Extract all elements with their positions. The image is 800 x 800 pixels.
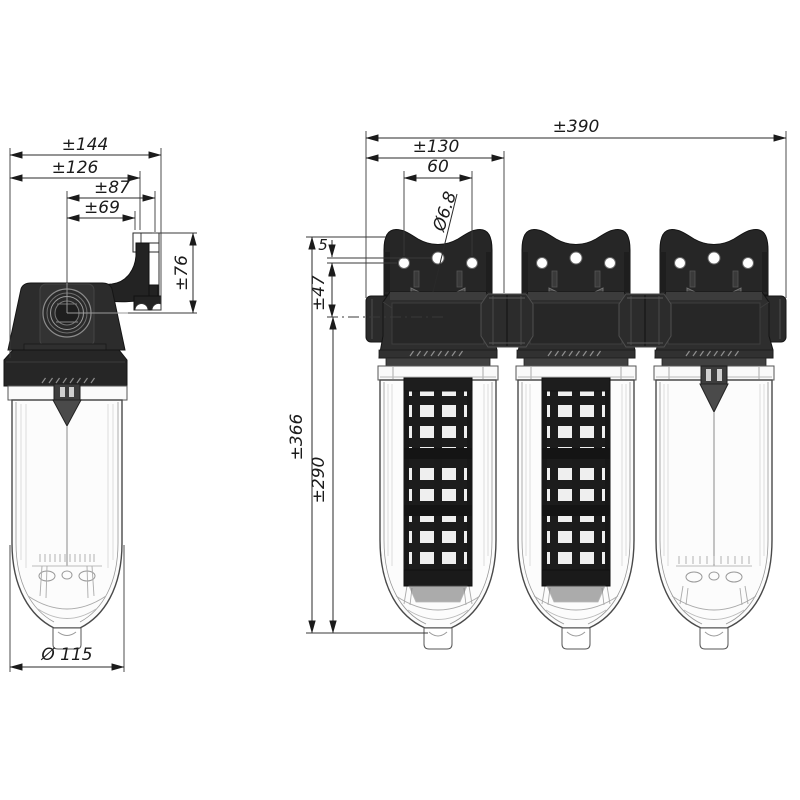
- coupling-nut-2: [618, 293, 672, 348]
- coupling-nut-1: [480, 293, 534, 348]
- filter-cartridge-2: [541, 377, 611, 603]
- front-view: ±390 ±130 60 Ø6.8 5 ±47 ±366 ±290: [287, 117, 787, 650]
- dim-front-axis-to-bottom: ±290: [309, 457, 329, 504]
- side-view-collar: [3, 343, 128, 387]
- dim-side-body-width: ±126: [52, 158, 99, 178]
- side-view-dimensions: ±144 ±126 ±87 ±69 ±76 Ø 115: [9, 135, 197, 672]
- dim-front-hole-offset: 5: [318, 236, 328, 254]
- side-view-head: [7, 282, 126, 351]
- side-view-bowl: [7, 383, 128, 650]
- dim-front-overall-height: ±366: [287, 413, 307, 460]
- dim-side-overall-width: ±144: [62, 135, 109, 155]
- side-view: ±144 ±126 ±87 ±69 ±76 Ø 115: [3, 135, 197, 672]
- dim-front-total-width: ±390: [553, 117, 600, 137]
- dim-front-hole-diameter: Ø6.8: [429, 189, 461, 235]
- dim-side-bracket-outer: ±87: [94, 178, 130, 198]
- dim-front-hole-spacing: 60: [427, 157, 449, 177]
- dim-side-bracket-inner: ±69: [84, 198, 120, 218]
- filter-cartridge-1: [403, 377, 473, 603]
- dim-front-unit-pitch: ±130: [413, 137, 460, 157]
- front-view-dimensions: ±390 ±130 60 Ø6.8 5 ±47 ±366 ±290: [287, 117, 787, 634]
- dim-side-bracket-height: ±76: [172, 255, 192, 291]
- dim-side-bowl-diameter: Ø 115: [40, 645, 92, 665]
